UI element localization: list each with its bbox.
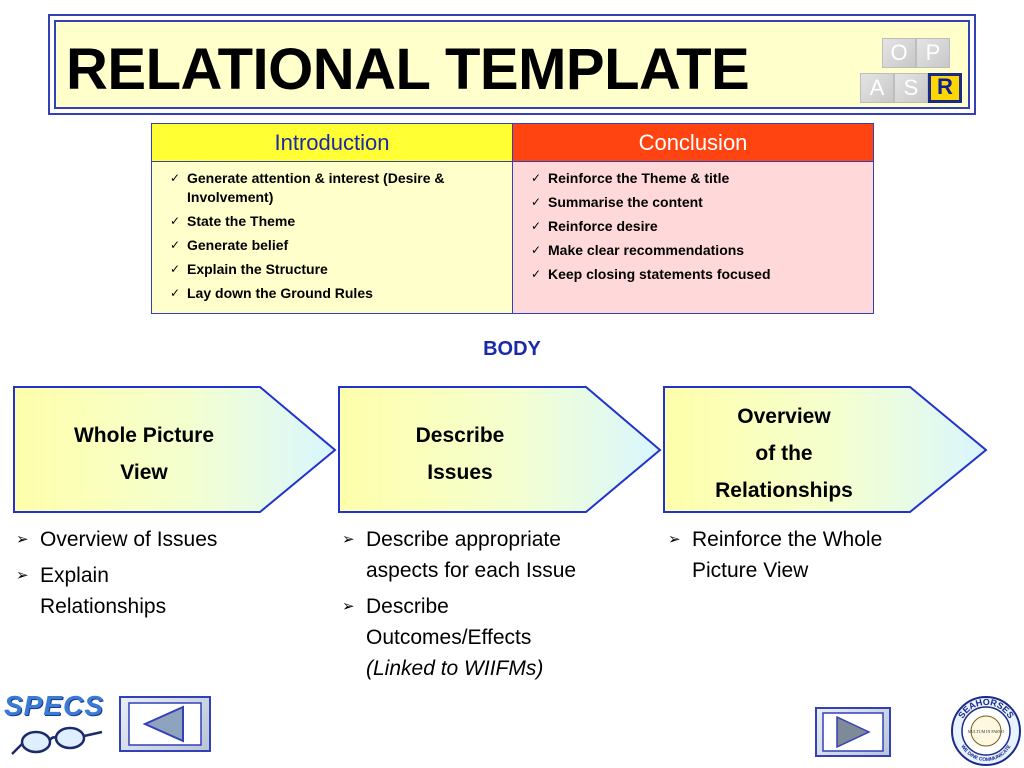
- intro-conclusion-table: Introduction Conclusion ✓ Generate attent…: [151, 123, 874, 314]
- list-item: ✓ Reinforce the Theme & title: [531, 169, 863, 188]
- next-slide-button[interactable]: [815, 707, 891, 757]
- list-item-text: Reinforce desire: [548, 218, 658, 234]
- logo-block-r: R: [928, 73, 962, 103]
- list-item: ✓ Keep closing statements focused: [531, 265, 863, 284]
- seal-icon: SEAHORSES WE DINE COMMUNICATE MULTUM IN …: [951, 696, 1021, 766]
- list-item: ✓ Make clear recommendations: [531, 241, 863, 260]
- introduction-cell: ✓ Generate attention & interest (Desire &…: [152, 162, 513, 313]
- list-item-note: (Linked to WIIFMs): [366, 657, 544, 680]
- title-banner-inner: RELATIONAL TEMPLATE O P A S R: [54, 20, 970, 109]
- arrow-bullet-icon: ➢: [16, 531, 29, 548]
- check-icon: ✓: [531, 267, 542, 281]
- check-icon: ✓: [170, 286, 181, 300]
- check-icon: ✓: [170, 238, 181, 252]
- list-item-text: Overview of Issues: [40, 528, 218, 551]
- list-item: ✓ Summarise the content: [531, 193, 863, 212]
- list-item-text: Generate attention & interest (Desire & …: [187, 170, 445, 205]
- check-icon: ✓: [170, 214, 181, 228]
- stage-label-2: Describe Issues: [415, 424, 505, 484]
- list-item-text: Describe Outcomes/Effects: [366, 595, 532, 649]
- stage-arrow-1: [13, 386, 337, 513]
- list-item: ✓ State the Theme: [170, 212, 502, 231]
- check-icon: ✓: [531, 243, 542, 257]
- list-item-text: Describe appropriate aspects for each Is…: [366, 528, 577, 582]
- arrow-bullet-icon: ➢: [342, 531, 355, 548]
- list-item: ✓ Lay down the Ground Rules: [170, 284, 502, 303]
- conclusion-header: Conclusion: [513, 124, 873, 162]
- logo-block-s: S: [894, 73, 928, 103]
- check-icon: ✓: [531, 171, 542, 185]
- triangle-left-icon: [128, 702, 202, 746]
- check-icon: ✓: [531, 195, 542, 209]
- previous-slide-button[interactable]: [119, 696, 211, 752]
- list-item: ➢ Explain Relationships: [14, 560, 184, 622]
- conclusion-list: ✓ Reinforce the Theme & title ✓ Summarise …: [531, 169, 863, 284]
- list-item: ✓ Generate attention & interest (Desire &…: [170, 169, 502, 207]
- arrow-bullet-icon: ➢: [668, 531, 681, 548]
- list-item-text: State the Theme: [187, 213, 296, 229]
- list-item: ✓ Reinforce desire: [531, 217, 863, 236]
- list-item-text: Reinforce the Whole Picture View: [692, 528, 883, 582]
- arrow-bullet-icon: ➢: [342, 598, 355, 615]
- list-item-text: Reinforce the Theme & title: [548, 170, 730, 186]
- stage-arrows: [13, 386, 988, 513]
- specs-logo: SPECS: [4, 690, 114, 762]
- list-item-text: Generate belief: [187, 237, 289, 253]
- logo-block-o: O: [882, 38, 916, 68]
- introduction-list: ✓ Generate attention & interest (Desire &…: [170, 169, 502, 303]
- opsar-logo: O P A S R: [856, 28, 966, 108]
- stage-arrow-3: [663, 386, 988, 513]
- stage-label-3: Overview of the Relationships: [715, 405, 853, 502]
- stage-bullets-2: ➢ Describe appropriate aspects for each I…: [340, 524, 640, 689]
- body-heading: BODY: [483, 338, 541, 360]
- list-item: ➢ Describe appropriate aspects for each I…: [340, 524, 630, 586]
- list-item: ✓ Generate belief: [170, 236, 502, 255]
- arrow-bullet-icon: ➢: [16, 567, 29, 584]
- seahorses-seal-logo: SEAHORSES WE DINE COMMUNICATE MULTUM IN …: [950, 695, 1022, 767]
- check-icon: ✓: [170, 262, 181, 276]
- list-item: ✓ Explain the Structure: [170, 260, 502, 279]
- conclusion-cell: ✓ Reinforce the Theme & title ✓ Summarise …: [513, 162, 873, 313]
- page-title: RELATIONAL TEMPLATE: [66, 37, 750, 102]
- stage-bullets-1: ➢ Overview of Issues ➢ Explain Relationshi…: [14, 524, 314, 627]
- triangle-right-icon: [822, 712, 884, 752]
- list-item-text: Make clear recommendations: [548, 242, 745, 258]
- stage-arrow-2: [338, 386, 662, 513]
- list-item-text: Explain Relationships: [40, 564, 167, 618]
- logo-block-a: A: [860, 73, 894, 103]
- specs-logo-text: SPECS: [4, 690, 104, 721]
- stage-label-1: Whole Picture View: [73, 424, 215, 484]
- stage-bullets-3: ➢ Reinforce the Whole Picture View: [666, 524, 966, 591]
- title-banner: RELATIONAL TEMPLATE O P A S R: [48, 14, 976, 115]
- list-item-text: Summarise the content: [548, 194, 703, 210]
- check-icon: ✓: [170, 171, 181, 185]
- check-icon: ✓: [531, 219, 542, 233]
- seal-center-text: MULTUM IN PARVO: [968, 729, 1005, 734]
- list-item: ➢ Reinforce the Whole Picture View: [666, 524, 936, 586]
- introduction-header: Introduction: [152, 124, 513, 162]
- glasses-icon: [11, 726, 103, 755]
- list-item: ➢ Overview of Issues: [14, 524, 314, 555]
- list-item: ➢ Describe Outcomes/Effects (Linked to WII…: [340, 591, 590, 684]
- list-item-text: Lay down the Ground Rules: [187, 285, 373, 301]
- list-item-text: Explain the Structure: [187, 261, 328, 277]
- list-item-text: Keep closing statements focused: [548, 266, 771, 282]
- logo-block-p: P: [916, 38, 950, 68]
